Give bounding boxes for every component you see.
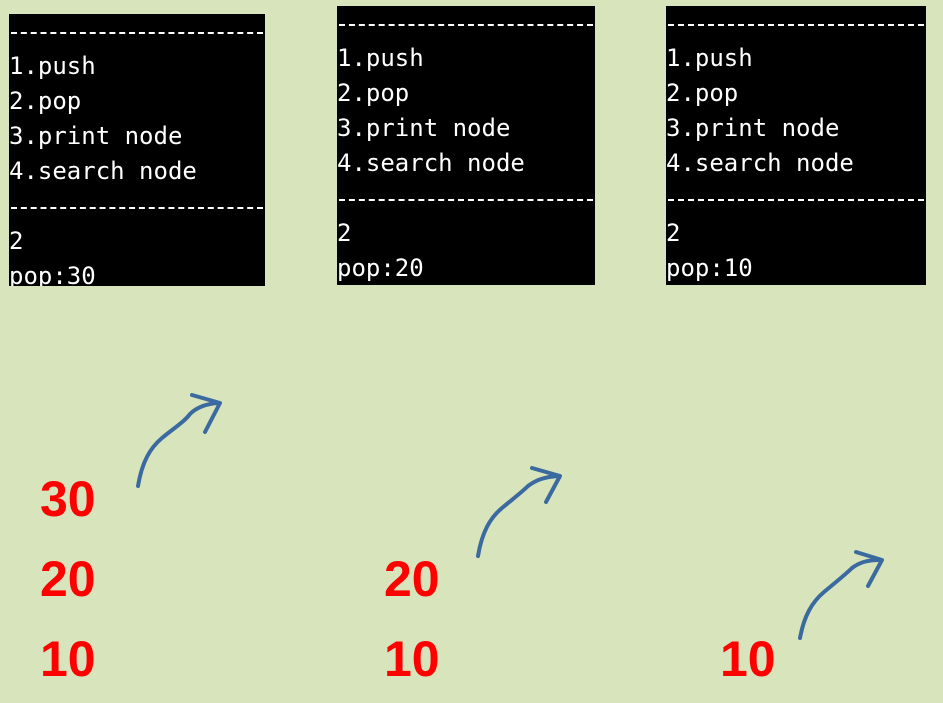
console-window-1: 1.push 2.pop 3.print node 4.search node … — [9, 14, 265, 286]
menu-item-push: 1.push — [337, 44, 424, 72]
console-output: pop:10 — [666, 254, 753, 282]
console-separator-bottom — [337, 181, 595, 216]
console-separator-top — [666, 6, 926, 41]
menu-item-search-node: 4.search node — [337, 149, 525, 177]
stack-1-item-2: 20 — [40, 551, 96, 607]
stack-2-item-2: 10 — [384, 631, 440, 687]
console-output: pop:20 — [337, 254, 424, 282]
console-separator-bottom — [9, 189, 265, 224]
curved-arrow-icon — [476, 466, 562, 558]
stack-2-item-1: 20 — [384, 551, 440, 607]
menu-item-print-node: 3.print node — [666, 114, 840, 142]
console-separator-top — [9, 14, 265, 49]
curved-arrow-icon — [136, 393, 222, 488]
console-separator-bottom — [666, 181, 926, 216]
console-input: 2 — [9, 227, 24, 255]
console-input: 2 — [666, 219, 681, 247]
menu-item-pop: 2.pop — [9, 87, 82, 115]
console-separator-top — [337, 6, 595, 41]
menu-item-push: 1.push — [666, 44, 753, 72]
menu-item-pop: 2.pop — [337, 79, 410, 107]
console-input: 2 — [337, 219, 352, 247]
menu-item-print-node: 3.print node — [337, 114, 511, 142]
menu-item-pop: 2.pop — [666, 79, 739, 107]
curved-arrow-icon — [798, 550, 884, 640]
console-window-3: 1.push 2.pop 3.print node 4.search node … — [666, 6, 926, 285]
stack-3-item-1: 10 — [720, 631, 776, 687]
menu-item-search-node: 4.search node — [666, 149, 854, 177]
console-output: pop:30 — [9, 262, 96, 286]
stack-1-item-1: 30 — [40, 471, 96, 527]
menu-item-push: 1.push — [9, 52, 96, 80]
menu-item-search-node: 4.search node — [9, 157, 197, 185]
stack-1-item-3: 10 — [40, 631, 96, 687]
console-window-2: 1.push 2.pop 3.print node 4.search node … — [337, 6, 595, 285]
menu-item-print-node: 3.print node — [9, 122, 183, 150]
